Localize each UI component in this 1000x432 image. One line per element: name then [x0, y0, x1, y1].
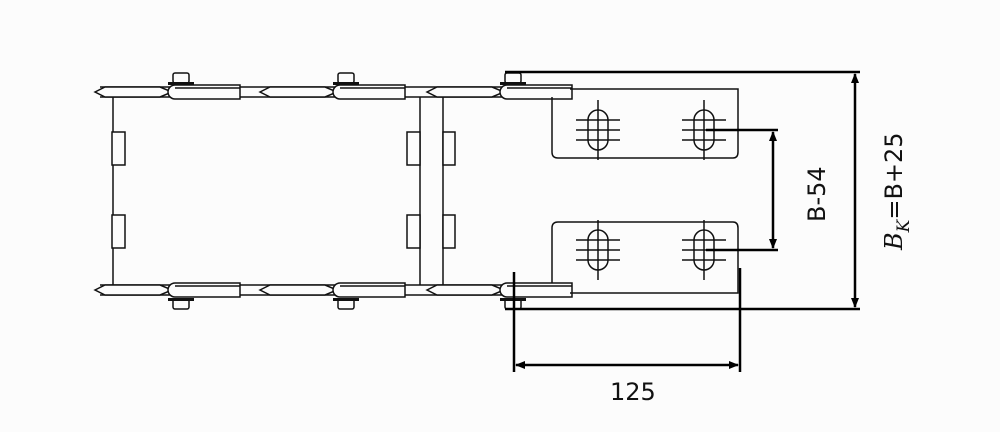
chain-link [258, 282, 406, 310]
length-125-label: 125 [610, 378, 656, 406]
chain-link [258, 72, 406, 100]
bolt-icon [337, 72, 355, 84]
chain-links [93, 72, 573, 310]
crossbars [111, 97, 456, 285]
dimension-125: 125 [512, 268, 742, 406]
bolt-icon [504, 72, 522, 84]
bracket-slots [576, 100, 726, 280]
top-mounting-bracket [551, 88, 739, 159]
dimension-bk: BK=B+25 [505, 70, 914, 311]
dimension-b-54: B-54 [706, 128, 831, 252]
chain-link [425, 282, 573, 310]
bolt-icon [172, 72, 190, 84]
bk-label: BK=B+25 [880, 132, 914, 251]
chain-link [93, 72, 241, 100]
bottom-mounting-bracket [551, 221, 739, 294]
chain-link [93, 282, 241, 310]
slot-hole [576, 100, 620, 160]
chain-link [425, 72, 573, 100]
b-54-label: B-54 [803, 166, 831, 222]
slot-hole [576, 220, 620, 280]
